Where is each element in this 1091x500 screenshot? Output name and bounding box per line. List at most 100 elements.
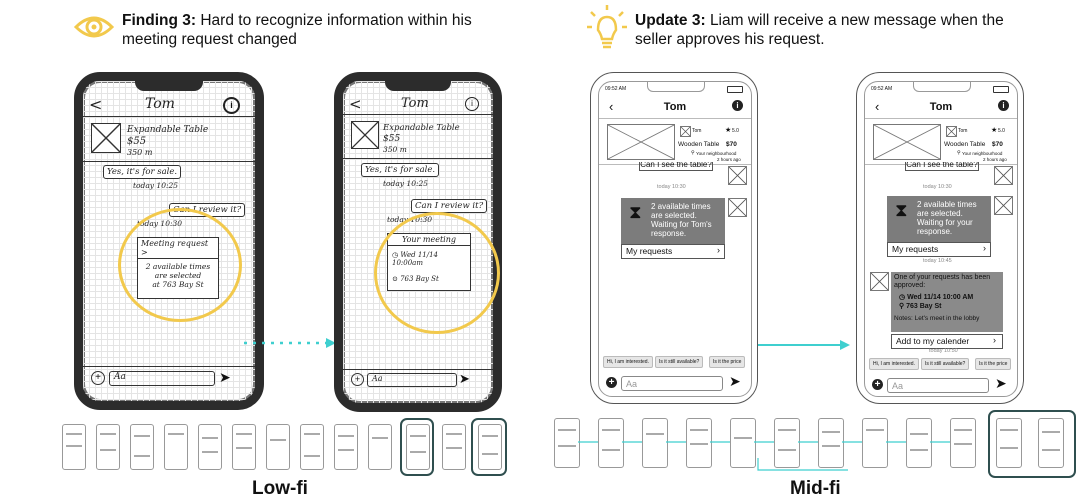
approved-place-row: ⚲ 763 Bay St [899,302,942,311]
notch [135,79,203,91]
quick-reply-chip[interactable]: Hi, I am interested. [869,358,919,370]
quick-reply-chip[interactable]: Is it still available? [921,358,970,370]
back-arrow-icon[interactable]: < [89,95,103,114]
add-icon[interactable]: + [606,377,617,388]
card-text: 2 available times are selected. Waiting … [651,202,712,238]
item-price: $70 [726,141,737,148]
lowfi-thumbnail [130,424,154,470]
message-bubble: Yes, it's for sale. [361,163,440,177]
status-time: 09:52 AM [605,86,627,92]
user-avatar [994,196,1013,215]
listing-divider [83,161,255,162]
item-image [873,124,941,160]
chat-title: Tom [401,96,429,111]
message-bubble: Can I see the table? [905,162,979,171]
chat-title: Tom [929,101,953,113]
approved-title: One of your requests has been approved: [894,274,991,289]
header-divider [343,114,493,115]
seller-avatar [946,126,957,137]
send-icon[interactable]: ➤ [729,373,741,389]
lowfi-thumbnail [198,424,222,470]
send-icon[interactable]: ➤ [219,369,231,385]
pin-icon: ⚲ [899,303,907,310]
lowfi-thumbnail [96,424,120,470]
send-icon[interactable]: ➤ [459,371,470,386]
send-icon[interactable]: ➤ [995,375,1007,391]
midfi-thumbnail [774,418,800,468]
listing-divider [865,164,1017,165]
approved-date-row: ◷ Wed 11/14 10:00 AM [899,293,973,302]
midfi-thumbnail [730,418,756,468]
approved-card: One of your requests has been approved: … [891,272,1003,332]
midfi-thumbnail [598,418,624,468]
midfi-thumbnail [554,418,580,468]
midfi-thumbnail-strip [548,408,1076,480]
user-avatar [994,166,1013,185]
my-requests-button[interactable]: My requests › [887,242,991,257]
location-icon: ⚲ [957,150,961,156]
chevron-right-icon: › [993,335,996,345]
item-distance: 350 m [127,148,153,157]
lowfi-thumbnail [334,424,358,470]
midfi-thumbnail [906,418,932,468]
star-icon: ★ [991,127,998,134]
seller-avatar [870,272,889,291]
lowfi-phone-before: < Tom i Expandable Table $55 350 m Yes, … [74,72,264,410]
lowfi-thumbnail [406,424,430,470]
finding-label: Finding 3: [122,12,197,29]
battery-icon [727,86,743,93]
message-time: today 10:25 [133,181,179,190]
lowfi-thumbnail [442,424,466,470]
status-time: 09:52 AM [871,86,893,92]
button-label: Add to my calender [896,336,970,346]
message-bubble: Can I review it? [411,199,488,213]
selected-frame [988,410,1076,478]
my-requests-button[interactable]: My requests › [621,244,725,259]
add-icon[interactable]: + [351,373,364,386]
quick-reply-chip[interactable]: Is it the price [709,356,746,368]
message-input[interactable]: Aa [887,378,989,393]
notch [385,79,451,91]
message-input[interactable]: Aa [621,376,723,391]
midfi-thumbnail [818,418,844,468]
message-bubble: Can I see the table? [639,162,713,171]
seller-name: Tom [692,128,702,134]
back-arrow-icon[interactable]: ‹ [875,99,880,114]
quick-reply-chip[interactable]: Is it still available? [655,356,704,368]
back-arrow-icon[interactable]: ‹ [609,99,614,114]
add-icon[interactable]: + [872,379,883,390]
quick-reply-chip[interactable]: Hi, I am interested. [603,356,653,368]
midfi-phone-before: 09:52 AM ‹ Tom i Tom ★ 5.0 Wooden Table … [590,72,758,404]
message-time: today 10:50 [929,348,958,354]
quick-reply-chip[interactable]: Is it the price [975,358,1012,370]
midfi-thumbnail [950,418,976,468]
clock-icon: ◷ [899,294,908,301]
info-icon[interactable]: i [465,97,479,111]
info-icon[interactable]: i [998,100,1009,111]
request-status-card: ⧗ 2 available times are selected. Waitin… [887,196,991,242]
info-icon[interactable]: i [732,100,743,111]
transition-arrow [758,338,850,350]
add-icon[interactable]: + [91,371,105,385]
notch [647,82,705,92]
bottom-divider [83,366,255,367]
notch [913,82,971,92]
message-time: today 10:45 [923,258,952,264]
seller-rating: 5.0 [732,128,739,134]
add-to-calendar-button[interactable]: Add to my calender › [891,334,1003,349]
user-avatar [728,198,747,217]
hourglass-icon: ⧗ [629,202,642,222]
back-arrow-icon[interactable]: < [349,95,362,113]
seller-avatar [680,126,691,137]
finding-header: Finding 3: Hard to recognize information… [122,11,522,49]
info-icon[interactable]: i [223,97,240,114]
flow-arrows [578,441,950,471]
item-posted: 2 hours ago [717,157,741,162]
lowfi-thumbnail [232,424,256,470]
midfi-thumbnail [642,418,668,468]
lowfi-thumbnail [62,424,86,470]
item-name: Wooden Table [944,141,986,148]
bottom-divider [343,369,493,370]
message-input[interactable]: Aa [109,371,215,386]
message-input[interactable]: Aa [367,373,457,387]
